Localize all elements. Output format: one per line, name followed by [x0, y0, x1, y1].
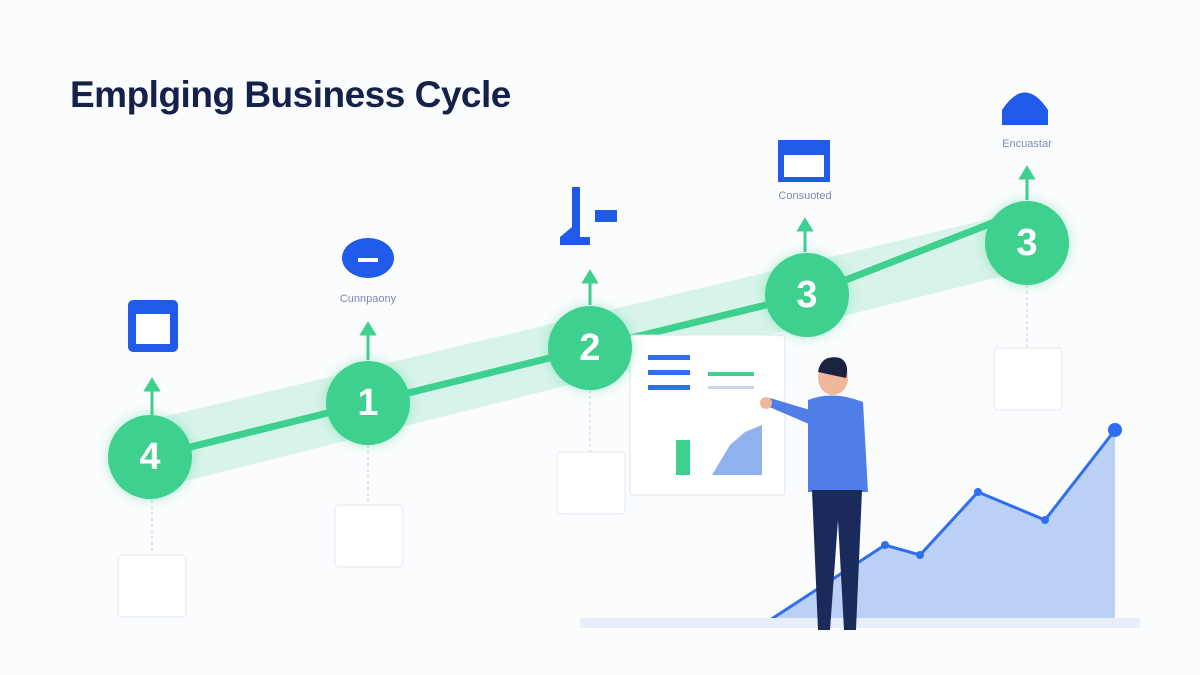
helmet-icon — [1002, 92, 1048, 125]
step-node: 3 — [765, 253, 849, 337]
step-node: 4 — [108, 415, 192, 499]
step-label: Cunnpaony — [339, 293, 397, 305]
person-illustration — [760, 357, 868, 630]
step-node: 3 — [985, 201, 1069, 285]
page-title: Emplging Business Cycle — [70, 74, 511, 115]
step-node: 2 — [548, 306, 632, 390]
tool-icon — [560, 187, 617, 245]
report-panel — [629, 334, 786, 496]
step-node: 1 — [326, 361, 410, 445]
step-label: Consuoted — [778, 190, 832, 202]
up-arrows — [143, 165, 1036, 415]
step-label: Encuastar — [1002, 138, 1052, 150]
calendar-cards — [117, 347, 1063, 618]
dashed-connectors — [151, 285, 1028, 555]
